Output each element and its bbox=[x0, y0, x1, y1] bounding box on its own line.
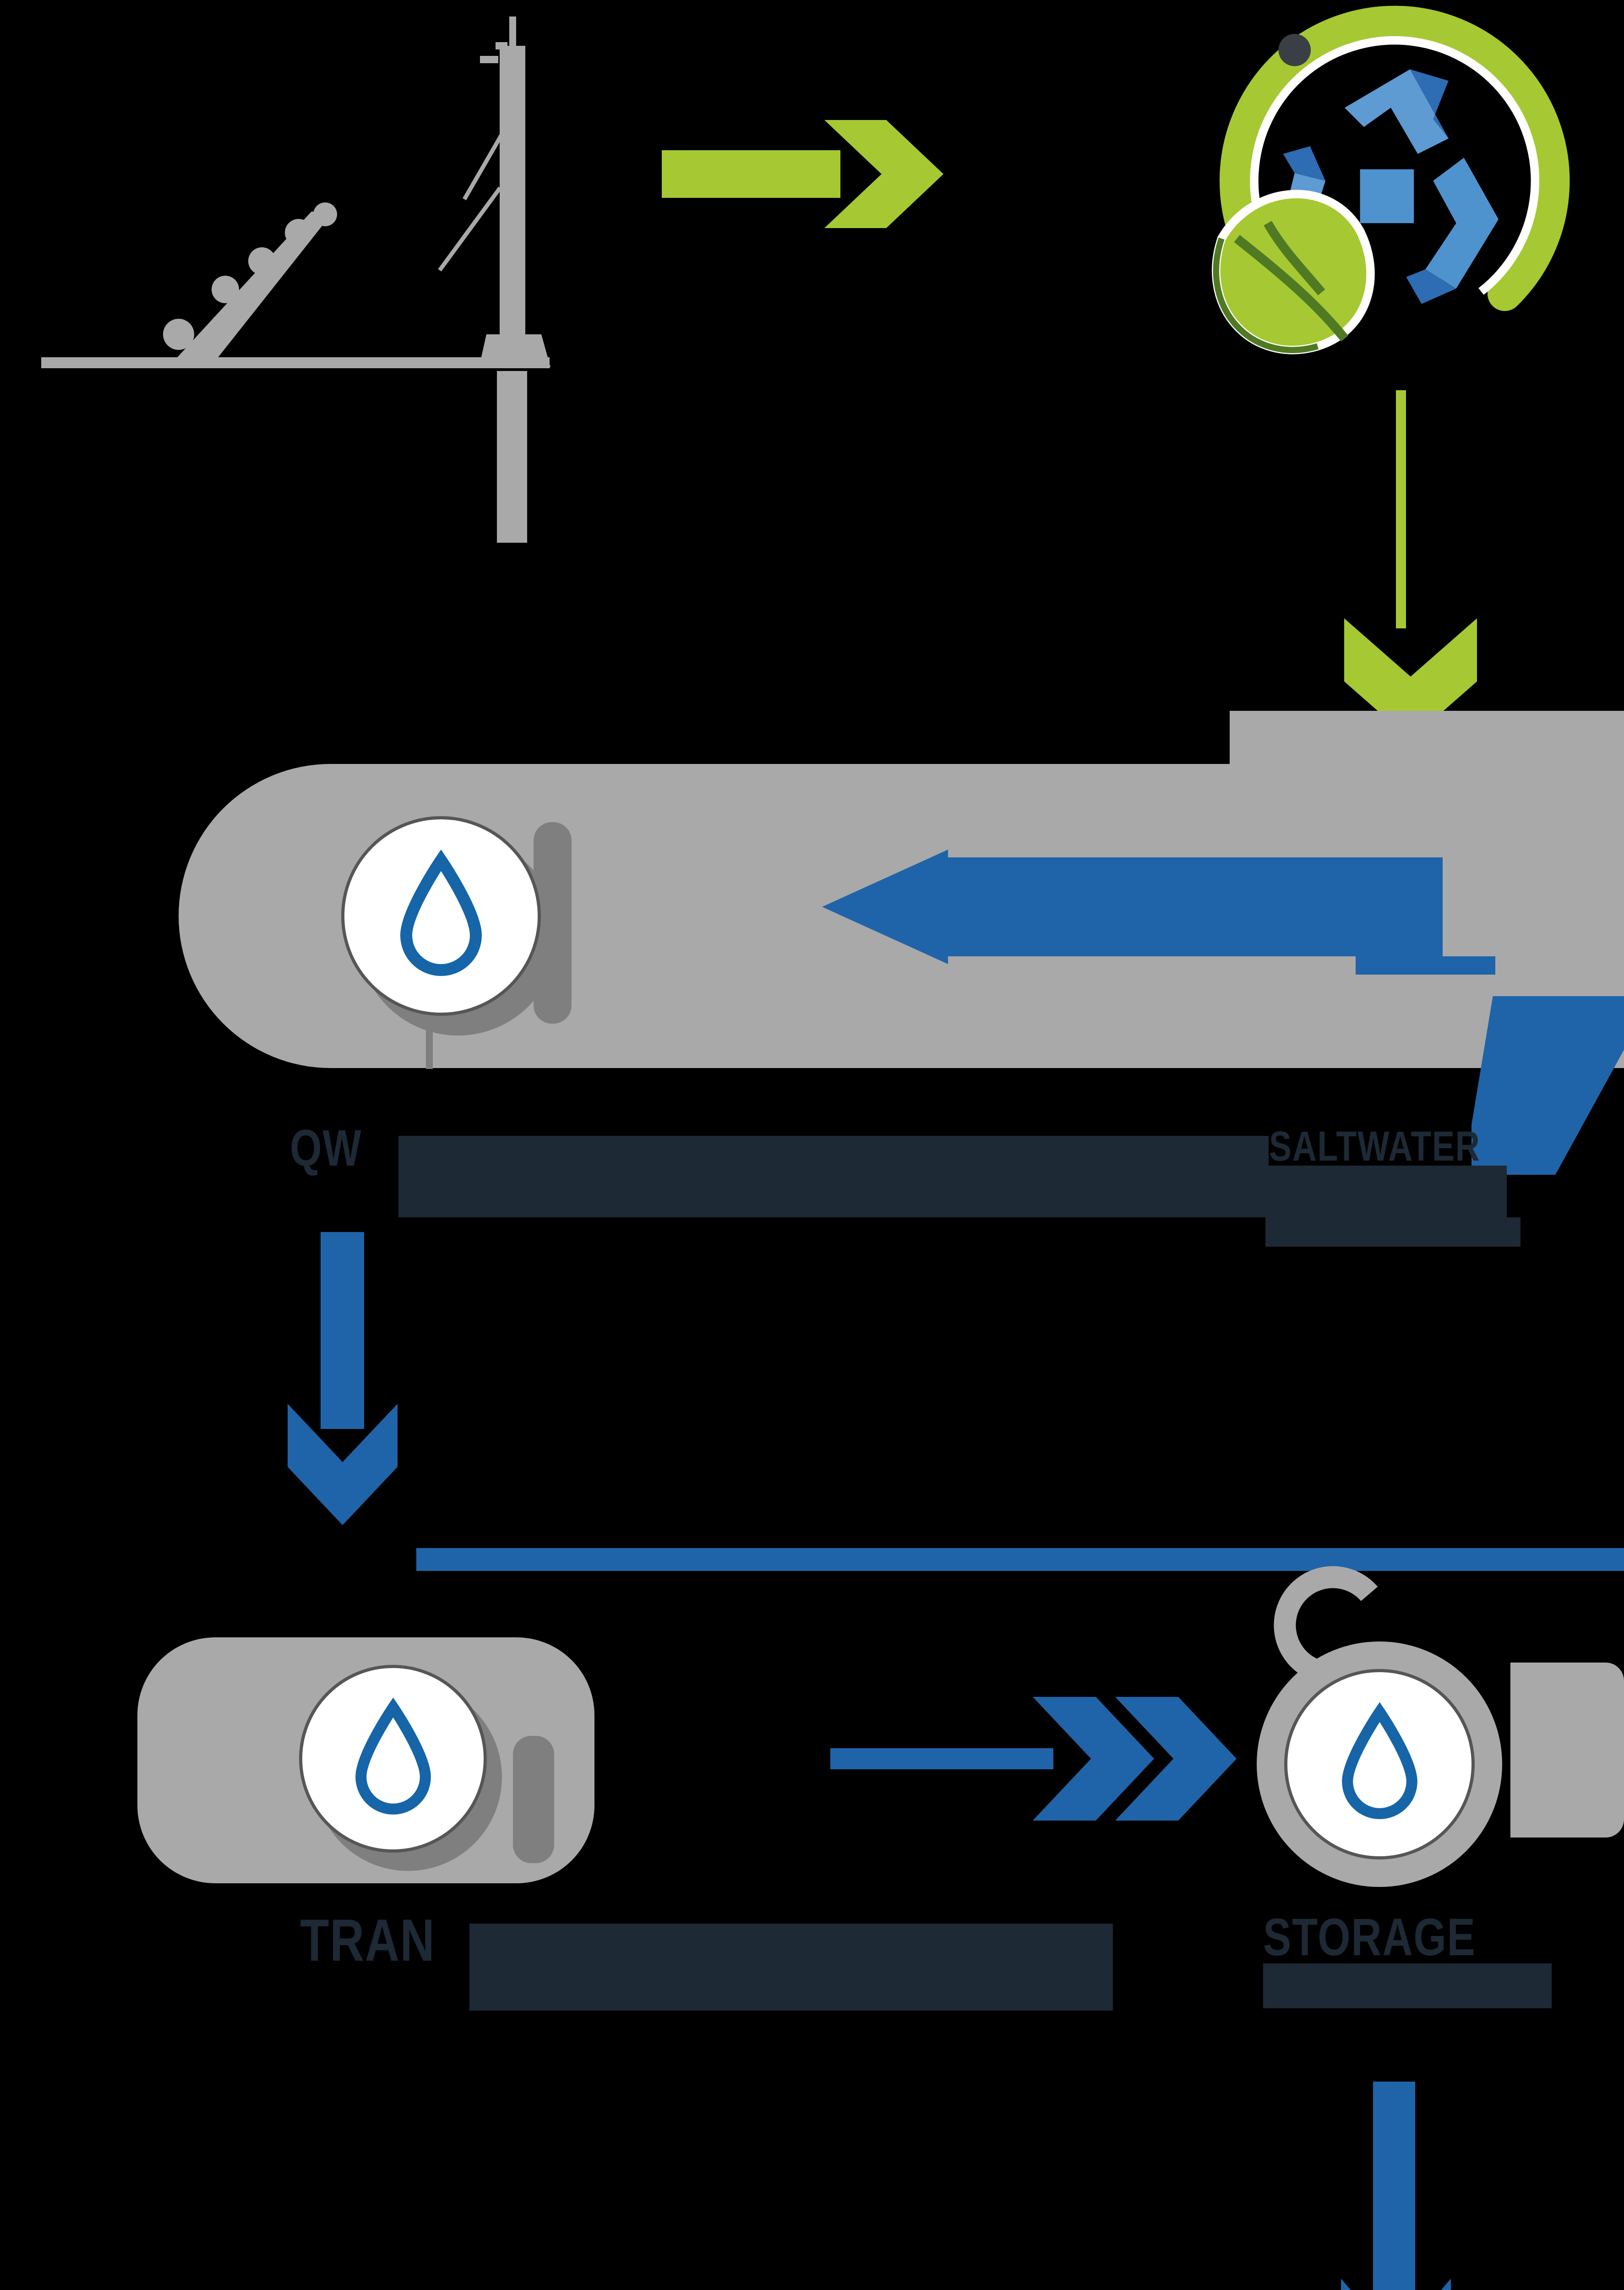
pond-label: QW bbox=[290, 1119, 362, 1177]
pond-band-right-step bbox=[1230, 711, 1624, 770]
arrow-disposal-to-pond-step bbox=[1356, 956, 1495, 975]
water-drop-icon bbox=[1342, 1702, 1417, 1819]
disposal-label: SALTWATER bbox=[1269, 1123, 1481, 1170]
transfer-label: TRAN bbox=[300, 1907, 436, 1974]
leaf-icon bbox=[1212, 190, 1375, 354]
arrow-rig-to-recycle-head bbox=[824, 120, 943, 228]
arrow-rig-to-recycle-shaft bbox=[662, 150, 840, 198]
disposal-label-bar1 bbox=[1269, 1166, 1507, 1217]
water-drop-icon bbox=[355, 1697, 431, 1815]
arrow-recycle-down-stem bbox=[1396, 390, 1406, 628]
drilling-rig-icon bbox=[41, 16, 550, 543]
divider-bar bbox=[416, 1548, 1624, 1571]
arrow-pond-down-shaft bbox=[321, 1232, 364, 1429]
arrow-right-edge-down-head bbox=[1471, 996, 1624, 1175]
storage-hose-arc-icon bbox=[1274, 1566, 1378, 1685]
pond-label-bar bbox=[398, 1136, 1269, 1217]
transfer-shadow-column bbox=[513, 1736, 554, 1863]
recycle-leaf-icon bbox=[1212, 5, 1570, 356]
disposal-label-bar2 bbox=[1265, 1217, 1520, 1247]
storage-circle bbox=[1284, 1669, 1475, 1859]
arrow-transfer-to-storage-shaft bbox=[830, 1748, 1053, 1769]
arrow-disposal-to-pond-shaft bbox=[934, 857, 1443, 956]
pond-circle-stem bbox=[426, 1016, 433, 1069]
storage-label-bar bbox=[1263, 1963, 1552, 2008]
transfer-circle bbox=[299, 1665, 487, 1853]
arrow-storage-down-shaft bbox=[1373, 2082, 1415, 2290]
pond-circle bbox=[341, 816, 541, 1016]
storage-label: STORAGE bbox=[1263, 1908, 1476, 1967]
storage-side-patch bbox=[1510, 1663, 1624, 1837]
transfer-label-bar bbox=[469, 1924, 1113, 2011]
water-drop-icon bbox=[400, 849, 482, 976]
